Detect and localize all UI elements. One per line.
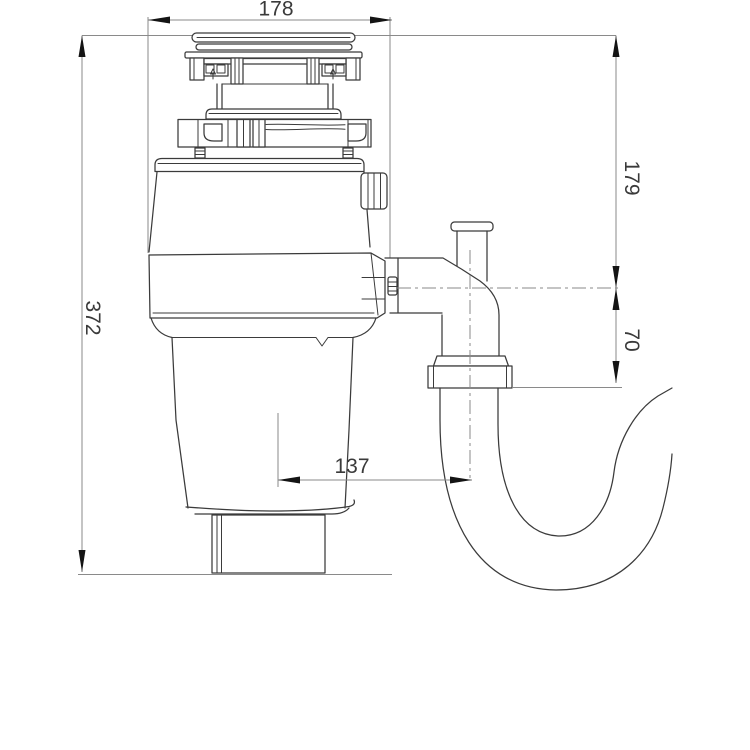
slip-nut-lines [433,365,507,389]
screw-arrow-icon [210,68,216,80]
neck [205,83,342,120]
slip-nut-chamfer [432,355,510,367]
clip-left-b [216,64,226,74]
dimension-lower-right: 70 [513,288,643,388]
upper-body-walls [148,171,371,253]
ring-screw-left [194,147,206,159]
dim-label-179: 179 [620,160,643,195]
lower-mounting-ring [177,118,372,159]
dimensions: 178 372 179 70 137 [78,0,643,572]
pipe-top-and-elbow-outer [384,257,500,357]
body-shoulder [150,317,377,339]
dimension-top-width: 178 [148,0,392,24]
arrow-down-icon [78,550,86,572]
outlet-bolt-ribs [387,281,398,292]
disposal-body [148,157,398,515]
flange-base-plate [184,51,363,59]
clip-right-b [335,64,345,74]
arrow-up-icon [612,288,620,310]
standpipe-walls [456,230,488,282]
mid-band-details [152,252,386,316]
clip-left-a [205,64,215,74]
mount-rail [203,57,347,65]
inlet-ribs [367,173,381,209]
discharge-outlet [387,276,398,296]
dimension-overall-height: 372 [78,35,104,572]
mount-post-left-lines [234,57,240,85]
arrow-right-icon [450,476,472,484]
mid-band [148,252,386,319]
discharge-pipe [384,221,500,357]
dim-label-372: 372 [81,300,104,335]
ring-hook-left [203,123,223,142]
ring-screw-right [342,147,354,159]
mount-post-right-lines [310,57,316,85]
flange-second-plate [195,43,353,51]
ring-lug-dividers [197,119,369,148]
center-lines [397,250,620,478]
ring-hook-right [347,123,367,142]
dim-label-178: 178 [258,0,293,21]
mount-tab-left [189,57,205,81]
pipe-bottom-and-elbow-inner [389,257,443,357]
mount-tab-right [345,57,361,81]
arrow-up-icon [78,35,86,57]
sink-flange [184,32,363,59]
dim-line-70 [513,288,622,388]
arrow-down-icon [612,266,620,288]
base-seam-lines [216,514,222,574]
arrow-right-icon [370,16,392,24]
dim-line-137 [277,413,472,487]
p-trap [427,355,673,591]
upper-mounting-assembly [189,57,361,85]
dishwasher-inlet [360,172,388,210]
trap-outer-curve [439,387,673,591]
arrow-down-icon [612,361,620,383]
trap-inner-curve [497,387,673,537]
base-cylinder [211,514,326,574]
arrow-left-icon [278,476,300,484]
ring-slot [265,123,346,131]
screw-arrow-icon [330,68,336,80]
dim-label-137: 137 [334,455,369,478]
standpipe-rim [450,221,494,232]
dimension-horizontal-offset: 137 [277,413,472,487]
dim-label-70: 70 [620,328,643,351]
shoulder-line-with-notch [171,337,354,347]
ring-screw-left-lines [194,150,206,155]
arrow-left-icon [148,16,170,24]
ring-screw-right-lines [342,150,354,155]
body-top-band [154,157,365,173]
lower-cone-walls [171,336,354,509]
dimension-upper-right: 179 [612,35,643,288]
neck-walls [216,83,334,110]
mount-clip-block-left [203,63,229,77]
body-bottom [185,499,356,515]
base [211,514,326,574]
arrow-up-icon [612,35,620,57]
disposal-unit [148,32,673,591]
mount-post-right [306,57,320,85]
mount-post-left [230,57,244,85]
